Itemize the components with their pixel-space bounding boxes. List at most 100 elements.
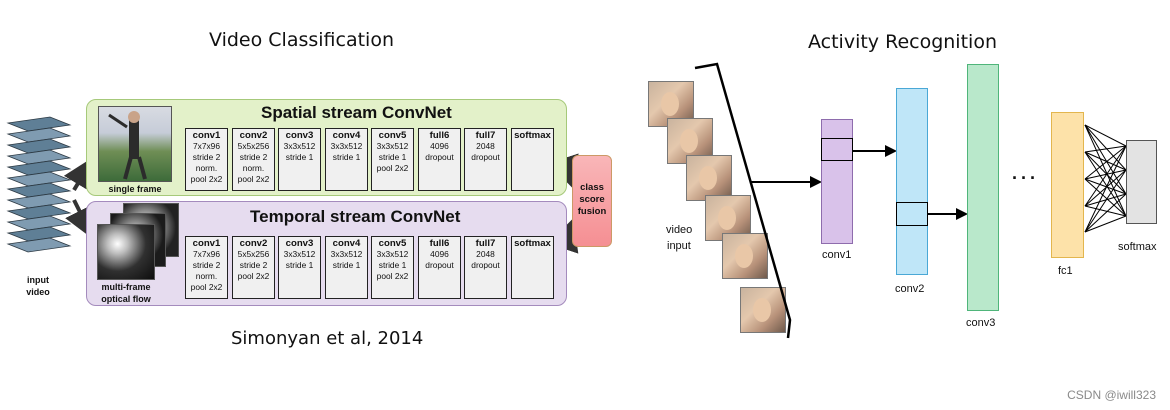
spatial-layer-detail: dropout: [471, 152, 500, 162]
spatial-layer-detail: 5x5x256: [237, 141, 270, 151]
spatial-layer-name: conv3: [285, 130, 314, 141]
spatial-layer-detail: 4096: [430, 141, 449, 151]
temporal-layer-detail: 5x5x256: [237, 249, 270, 259]
video-input-label-1: video: [666, 224, 693, 236]
temporal-layer-detail: 4096: [430, 249, 449, 259]
input-video-label-2: video: [26, 287, 50, 297]
spatial-layer-name: full6: [429, 130, 450, 141]
temporal-layer-name: conv4: [332, 238, 361, 249]
temporal-layer-name: full7: [475, 238, 496, 249]
fusion-line-2: score: [579, 194, 605, 205]
temporal-layer-detail: pool 2x2: [376, 271, 409, 281]
temporal-stream-title: Temporal stream ConvNet: [250, 207, 461, 226]
temporal-layer-name: conv1: [192, 238, 221, 249]
spatial-layer-detail: dropout: [425, 152, 454, 162]
conv2-receptive-window: [896, 202, 928, 226]
csdn-watermark: CSDN @iwill323: [1067, 388, 1156, 402]
fusion-line-3: fusion: [577, 206, 607, 217]
spatial-layer-detail: 7x7x96: [192, 141, 220, 151]
video-frame-6: [740, 287, 786, 333]
spatial-layer-detail: 3x3x512: [376, 141, 409, 151]
single-frame-label: single frame: [108, 184, 162, 194]
softmax-label: softmax: [1118, 241, 1157, 253]
temporal-layer-name: conv5: [378, 238, 407, 249]
temporal-layer-softmax: softmax: [511, 236, 554, 299]
class-score-fusion-box: class score fusion: [572, 155, 612, 247]
video-frame-slice: [6, 116, 72, 132]
temporal-layer-detail: dropout: [471, 260, 500, 270]
temporal-layer-detail: 2048: [476, 249, 495, 259]
spatial-layer-name: full7: [475, 130, 496, 141]
spatial-layer-softmax: softmax: [511, 128, 554, 191]
fc-connections: [1084, 124, 1127, 233]
activity-recognition-title: Activity Recognition: [808, 31, 997, 53]
temporal-layer-detail: stride 2: [192, 260, 221, 270]
softmax-layer: [1126, 140, 1157, 224]
fusion-line-1: class: [580, 182, 604, 193]
temporal-layer-detail: pool 2x2: [190, 282, 223, 292]
temporal-layer-name: softmax: [514, 238, 551, 249]
video-frame-3: [686, 155, 732, 201]
spatial-layer-detail: stride 2: [239, 152, 268, 162]
spatial-stream-title: Spatial stream ConvNet: [261, 103, 452, 122]
input-video-label-1: input: [27, 275, 49, 285]
spatial-layer-detail: pool 2x2: [237, 174, 270, 184]
temporal-layer-detail: 7x7x96: [192, 249, 220, 259]
video-frame-slice: [6, 138, 72, 154]
temporal-layer-detail: pool 2x2: [237, 271, 270, 281]
temporal-layer-detail: 3x3x512: [376, 249, 409, 259]
spatial-layer-detail: pool 2x2: [376, 163, 409, 173]
temporal-layer-detail: 3x3x512: [283, 249, 316, 259]
conv3-layer: [967, 64, 999, 311]
conv3-label: conv3: [966, 317, 996, 329]
spatial-layer-name: conv4: [332, 130, 361, 141]
video-classification-title: Video Classification: [209, 29, 394, 51]
video-frame-5: [722, 233, 768, 279]
video-frame-slice: [6, 127, 72, 143]
frames-bracket: [694, 62, 792, 339]
citation-caption: Simonyan et al, 2014: [231, 328, 424, 349]
video-frame-slice: [6, 237, 72, 253]
video-input-label-2: input: [667, 240, 691, 252]
ellipsis: · · ·: [1012, 168, 1036, 188]
spatial-layer-detail: stride 1: [378, 152, 407, 162]
spatial-layer-detail: stride 2: [192, 152, 221, 162]
spatial-layer-detail: norm.: [195, 163, 218, 173]
spatial-layer-detail: stride 1: [285, 152, 314, 162]
temporal-layer-name: conv3: [285, 238, 314, 249]
conv1-receptive-window: [821, 138, 853, 161]
spatial-layer-name: conv1: [192, 130, 221, 141]
spatial-layer-name: conv2: [239, 130, 268, 141]
spatial-layer-name: softmax: [514, 130, 551, 141]
temporal-layer-name: conv2: [239, 238, 268, 249]
spatial-layer-detail: 3x3x512: [283, 141, 316, 151]
conv2-label: conv2: [895, 283, 925, 295]
optical-flow-image-front: [97, 224, 155, 280]
temporal-layer-detail: stride 1: [378, 260, 407, 270]
temporal-layer-detail: 3x3x512: [330, 249, 363, 259]
temporal-layer-name: full6: [429, 238, 450, 249]
conv1-layer: [821, 119, 853, 244]
temporal-layer-detail: dropout: [425, 260, 454, 270]
spatial-layer-detail: 2048: [476, 141, 495, 151]
spatial-layer-name: conv5: [378, 130, 407, 141]
temporal-layer-detail: norm.: [195, 271, 218, 281]
spatial-layer-detail: pool 2x2: [190, 174, 223, 184]
temporal-layer-detail: stride 2: [239, 260, 268, 270]
conv2-layer: [896, 88, 928, 275]
temporal-layer-detail: stride 1: [332, 260, 361, 270]
